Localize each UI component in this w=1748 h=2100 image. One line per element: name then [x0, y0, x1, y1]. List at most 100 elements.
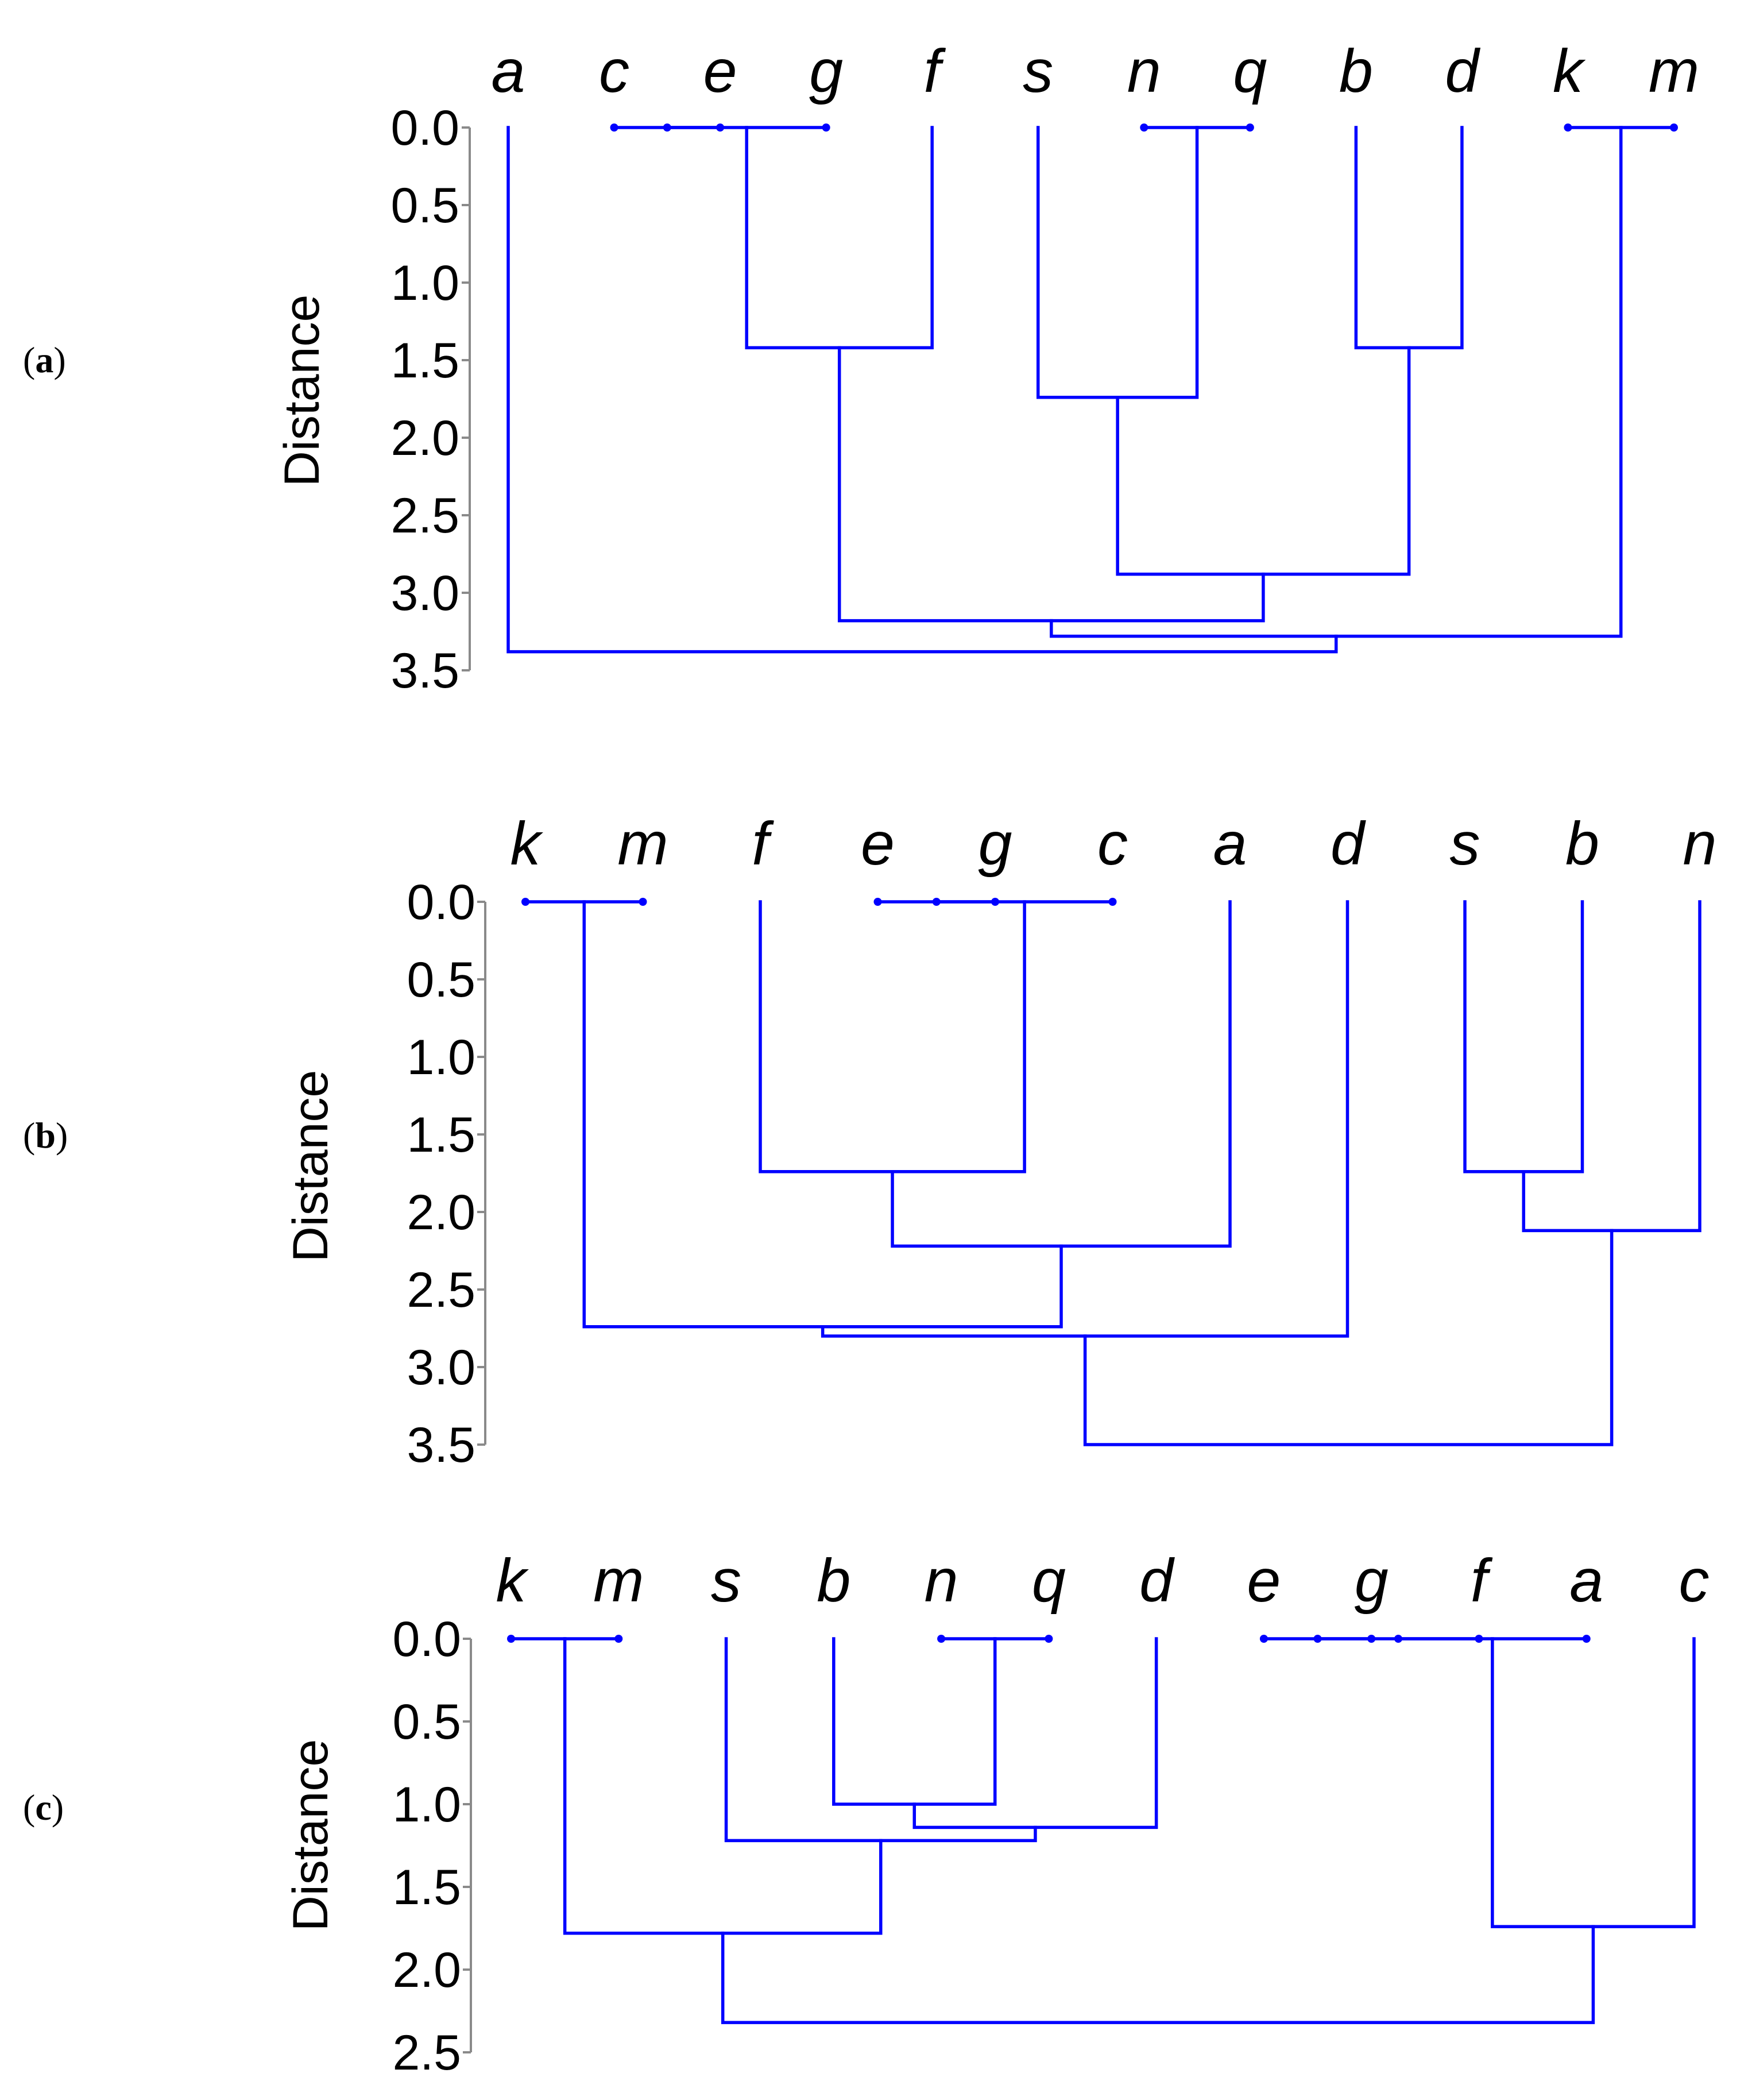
y-tick-label: 1.5: [407, 1107, 475, 1163]
dendrogram-link: [1354, 126, 1464, 350]
panel-label-b: (b): [23, 1115, 68, 1156]
leaf-node-dot: [1564, 123, 1572, 132]
leaf-label-q: q: [1032, 1547, 1066, 1615]
y-tick-label: 0.0: [390, 101, 459, 156]
leaf-node-dot: [639, 898, 647, 906]
dendrogram-link: [891, 900, 1232, 1248]
dendrogram-link: [1491, 1637, 1696, 1928]
y-tick-label: 0.5: [392, 1694, 461, 1750]
y-axis-title-c: Distance: [283, 1739, 338, 1932]
leaf-node-dot: [614, 1635, 623, 1643]
leaf-label-s: s: [711, 1547, 741, 1615]
leaf-label-b: b: [817, 1547, 850, 1615]
y-tick-label: 0.0: [392, 1612, 461, 1667]
y-axis-c: 0.00.51.01.52.02.5: [392, 1612, 472, 2080]
dendrogram-link: [1522, 900, 1701, 1233]
leaf-label-e: e: [1247, 1547, 1281, 1615]
leaf-node-dot: [1108, 898, 1117, 906]
leaf-node-dot: [663, 123, 671, 132]
leaf-node-dot: [1670, 123, 1678, 132]
leaf-node-dot: [1259, 1635, 1268, 1643]
y-axis-title-b: Distance: [283, 1070, 338, 1263]
leaf-label-c: c: [599, 37, 629, 105]
y-tick-label: 2.0: [392, 1943, 461, 1998]
dendrogram-links-b: [521, 898, 1701, 1446]
leaf-label-g: g: [979, 810, 1012, 878]
dendrogram-links-c: [507, 1635, 1696, 2024]
panel-label-a: (a): [23, 339, 66, 380]
y-tick-label: 0.5: [407, 952, 475, 1007]
leaf-label-b: b: [1565, 810, 1599, 878]
dendrogram-link: [1050, 126, 1623, 638]
leaf-label-s: s: [1450, 810, 1480, 878]
y-tick-label: 3.5: [407, 1418, 475, 1473]
leaf-node-dot: [822, 123, 830, 132]
y-tick-label: 0.5: [390, 178, 459, 233]
y-tick-label: 1.0: [407, 1030, 475, 1085]
dendrogram-link: [1083, 1229, 1614, 1446]
leaf-node-dot: [521, 898, 529, 906]
leaf-label-c: c: [1097, 810, 1128, 878]
y-tick-label: 2.5: [392, 2025, 461, 2080]
leaf-label-e: e: [703, 37, 737, 105]
leaf-label-s: s: [1023, 37, 1053, 105]
dendrogram-link: [759, 900, 1026, 1173]
leaf-label-q: q: [1233, 37, 1267, 105]
leaf-node-dot: [873, 898, 882, 906]
dendrogram-link: [506, 126, 1338, 654]
y-tick-label: 0.0: [407, 875, 475, 930]
y-tick-label: 3.0: [390, 566, 459, 621]
leaf-node-dot: [1582, 1635, 1591, 1643]
y-tick-label: 1.0: [390, 256, 459, 311]
leaf-label-a: a: [492, 37, 525, 105]
leaf-label-a: a: [1213, 810, 1247, 878]
leaf-label-c: c: [1679, 1547, 1710, 1615]
dendrogram-link: [582, 900, 1063, 1329]
dendrogram-link: [1463, 900, 1584, 1173]
dendrogram-link: [745, 126, 934, 350]
y-tick-label: 2.0: [390, 411, 459, 466]
y-axis-title-a: Distance: [274, 295, 330, 487]
dendrogram-link: [1036, 126, 1199, 399]
leaf-label-k: k: [1553, 37, 1586, 105]
leaf-label-f: f: [1471, 1547, 1493, 1615]
leaf-node-dot: [1246, 123, 1254, 132]
y-tick-label: 3.5: [390, 643, 459, 698]
leaf-label-m: m: [1649, 37, 1699, 105]
panel-label-c: (c): [23, 1787, 64, 1828]
dendrogram-link: [1116, 346, 1411, 576]
y-tick-label: 1.5: [390, 333, 459, 388]
leaf-label-m: m: [617, 810, 668, 878]
y-tick-label: 1.0: [392, 1777, 461, 1832]
dendrogram-link: [832, 1637, 997, 1806]
leaf-label-f: f: [752, 810, 774, 878]
dendrogram-link: [821, 900, 1349, 1338]
dendrogram-links-a: [506, 123, 1678, 654]
leaf-label-n: n: [1683, 810, 1717, 878]
leaf-label-f: f: [923, 37, 946, 105]
dendrogram-link: [912, 1637, 1158, 1829]
y-tick-label: 3.0: [407, 1340, 475, 1395]
y-tick-label: 2.5: [390, 488, 459, 543]
leaf-label-k: k: [511, 810, 544, 878]
leaf-node-dot: [937, 1635, 946, 1643]
y-tick-label: 2.0: [407, 1185, 475, 1240]
leaf-label-d: d: [1331, 810, 1366, 878]
leaf-label-d: d: [1445, 37, 1480, 105]
y-axis-a: 0.0 0.5 1.0 1.5 2.0 2.5 3.0 3.5: [390, 101, 471, 698]
leaf-label-d: d: [1139, 1547, 1175, 1615]
leaf-node-dot: [1045, 1635, 1053, 1643]
leaf-node-dot: [1313, 1635, 1322, 1643]
leaf-label-g: g: [1355, 1547, 1389, 1615]
leaf-node-dot: [1140, 123, 1148, 132]
y-axis-b: 0.00.51.01.52.02.53.03.5: [407, 875, 486, 1473]
leaf-node-dot: [610, 123, 618, 132]
dendrogram-link: [724, 1637, 1037, 1843]
dendrogram-link: [721, 1925, 1595, 2024]
